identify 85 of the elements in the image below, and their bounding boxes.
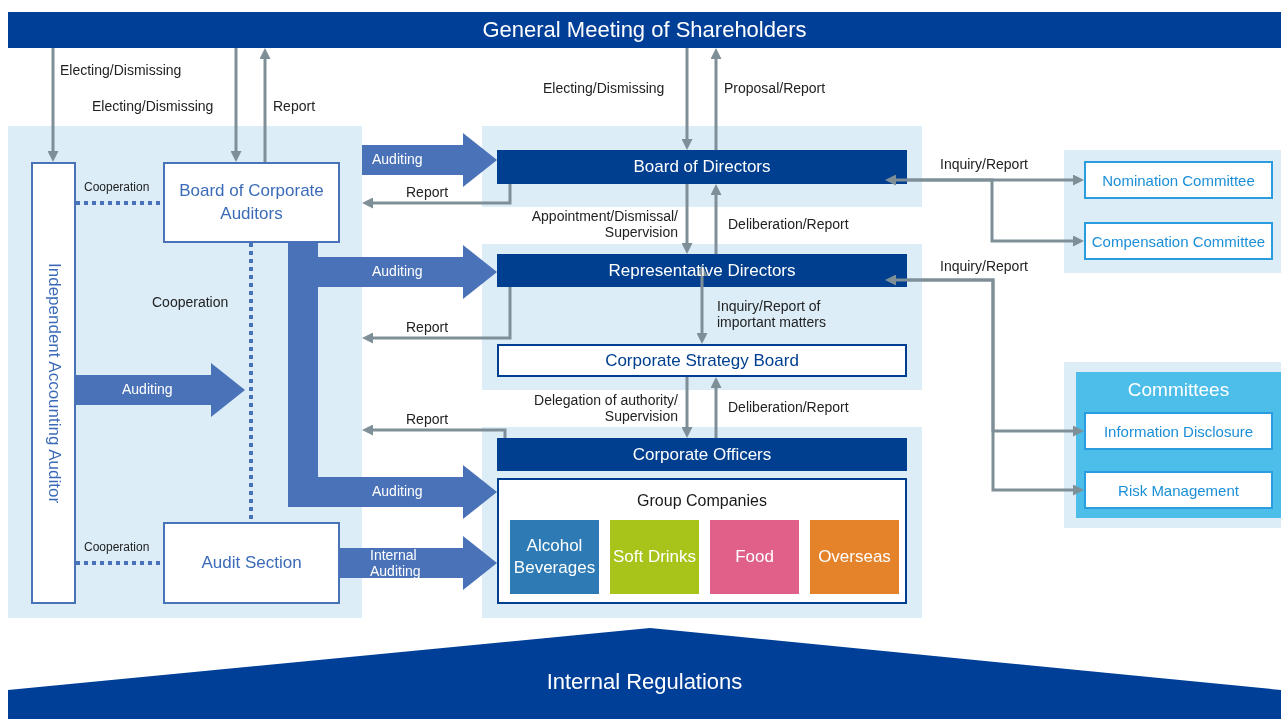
node-label: Corporate Strategy Board (605, 350, 799, 371)
arrow (696, 265, 708, 344)
node-label: Information Disclosure (1103, 422, 1254, 440)
edge-label: Deliberation/Report (728, 216, 849, 233)
edge-label: Appointment/Dismissal/ Supervision (530, 208, 678, 241)
committees-panel (1076, 372, 1281, 518)
edge-label: Internal Auditing (370, 547, 422, 580)
edge-label: Inquiry/Report (940, 258, 1028, 275)
company-tile (510, 520, 599, 594)
node-label: Food (735, 545, 774, 568)
dotted-line (249, 243, 253, 522)
node-label: General Meeting of Shareholders (482, 17, 807, 43)
dotted-line (76, 201, 163, 205)
edge-label: Cooperation (152, 294, 229, 311)
company-tile (810, 520, 899, 594)
org-box (163, 162, 340, 243)
arrow (230, 48, 242, 162)
org-box (497, 438, 907, 471)
arrow (362, 287, 512, 344)
arrow (710, 184, 722, 254)
org-box (497, 150, 907, 184)
group-box (497, 478, 907, 604)
node-label: Group Companies (637, 492, 767, 510)
edge-label: Auditing (372, 263, 423, 280)
company-tile (710, 520, 799, 594)
node-label: Soft Drinks (612, 545, 697, 568)
edge-label: Electing/Dismissing (543, 80, 665, 97)
arrow (710, 48, 722, 150)
edge-label: Inquiry/Report of important matters (717, 298, 827, 331)
roof-band (8, 628, 1281, 719)
edge-label: Auditing (372, 483, 423, 500)
title-band (8, 12, 1281, 48)
node-label: Alcohol Beverages (512, 534, 597, 579)
org-box (163, 522, 340, 604)
node-label: Nomination Committee (1102, 171, 1255, 189)
edge-label: Cooperation (84, 181, 150, 195)
block-arrow (340, 536, 497, 590)
arrow (259, 48, 271, 162)
node-label: Representative Directors (608, 260, 796, 281)
org-box (31, 162, 76, 604)
node-label: Compensation Committee (1091, 232, 1266, 250)
edge-label: Electing/Dismissing (92, 98, 214, 115)
edge-label: Report (406, 411, 449, 428)
org-box (497, 344, 907, 377)
dotted-line (76, 561, 163, 565)
committee-box (1084, 412, 1273, 450)
arrow (681, 48, 693, 150)
company-tile (610, 520, 699, 594)
node-label: Independent Accounting Auditor (43, 262, 64, 504)
node-label: Risk Management (1118, 481, 1239, 499)
node-label: Board of Corporate Auditors (178, 179, 325, 225)
arrow (907, 178, 1084, 247)
edge-label: Deliberation/Report (728, 399, 849, 416)
block-arrow (362, 133, 497, 187)
edge-label: Report (273, 98, 316, 115)
edge-label: Auditing (372, 151, 423, 168)
committee-box (1084, 222, 1273, 260)
edge-label: Cooperation (84, 541, 150, 555)
arrow (885, 274, 1084, 437)
arrow (47, 48, 59, 162)
edge-label: Proposal/Report (724, 80, 826, 97)
arrow (362, 424, 507, 438)
edge-label: Inquiry/Report (940, 156, 1028, 173)
arrow (710, 377, 722, 438)
arrow (907, 278, 1084, 496)
committee-box (1084, 471, 1273, 509)
edge-label: Report (406, 184, 449, 201)
node-label: Board of Directors (633, 157, 771, 177)
node-label: Committees (1127, 379, 1230, 401)
node-label: Overseas (818, 545, 891, 568)
arrow (681, 377, 693, 438)
block-arrow (76, 363, 245, 417)
edge-label: Auditing (122, 381, 173, 398)
org-box (497, 254, 907, 287)
arrow (362, 184, 512, 209)
arrow (681, 184, 693, 254)
node-label: Audit Section (201, 551, 302, 574)
arrow (885, 174, 1084, 186)
panel-background (8, 126, 362, 618)
edge-label: Electing/Dismissing (60, 62, 182, 79)
node-label: Internal Regulations (546, 669, 743, 695)
edge-label: Report (406, 319, 449, 336)
committee-box (1084, 161, 1273, 199)
node-label: Corporate Officers (632, 444, 772, 465)
edge-label: Delegation of authority/ Supervision (533, 392, 678, 425)
